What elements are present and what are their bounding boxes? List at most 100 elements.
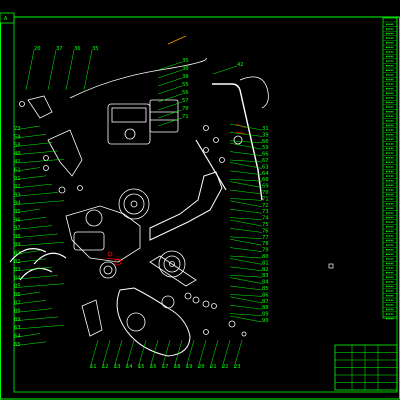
callout-left-65-26: 65 <box>14 342 21 348</box>
callout-left-08-22-leader <box>13 308 53 313</box>
callout-left-99-14-leader <box>13 241 65 247</box>
callout-bottom-16-5-leader <box>149 339 159 369</box>
tine-blade-2 <box>33 252 67 265</box>
callout-right-39-1: 39 <box>262 132 269 138</box>
callout-left-64-25-leader <box>13 333 41 338</box>
callout-left-05-19: 05 <box>14 284 21 290</box>
callout-right-67-5: 67 <box>262 158 269 164</box>
callout-bottom-12-1: 12 <box>102 364 109 370</box>
callout-left-98-13-leader <box>13 233 59 239</box>
callout-bottom-18-7: 18 <box>174 364 181 370</box>
handle-bar <box>212 83 263 201</box>
callout-bottom-20-9-leader <box>197 339 207 369</box>
callout-left-01-15: 01 <box>14 251 21 257</box>
callout-top-30-1-leader <box>157 69 183 79</box>
top-left-tab-label: A <box>4 16 8 22</box>
callout-top-70-6: 70 <box>182 106 189 112</box>
callout-right-67-5-leader <box>229 159 263 163</box>
callout-right-59-3-leader <box>229 142 263 150</box>
callout-top-57-5-leader <box>157 101 183 111</box>
callout-bottom-14-3-leader <box>125 339 135 369</box>
callout-right-60-2: 60 <box>262 139 269 145</box>
callout-left-07-21-leader <box>13 300 47 305</box>
exploded-assembly <box>9 35 269 357</box>
callout-right-88-28: 88 <box>262 305 269 311</box>
callout-bottom-19-8-leader <box>185 339 195 369</box>
callout-top-35-0: 35 <box>182 58 189 64</box>
callout-top-38-2-leader <box>157 77 183 87</box>
callout-top-left-37-leader <box>47 49 57 91</box>
main-housing <box>65 205 141 263</box>
callout-left-03-17-leader <box>13 266 53 272</box>
callout-top-35-0-leader <box>157 61 183 71</box>
callout-right-72-12: 72 <box>262 203 269 209</box>
callout-right-83-23-leader <box>229 274 263 278</box>
title-block <box>334 344 398 391</box>
callout-bottom-17-6: 17 <box>162 364 169 370</box>
callout-top-left-35: 35 <box>92 46 99 52</box>
left-bracket <box>47 129 83 177</box>
callout-right-66-4: 66 <box>262 152 269 158</box>
callout-bottom-12-1-leader <box>101 339 111 369</box>
callout-bottom-13-2: 13 <box>114 364 121 370</box>
callout-top-left-20: 20 <box>34 46 41 52</box>
callout-bottom-23-12: 23 <box>234 364 241 370</box>
callout-right-71-11-leader <box>229 198 263 201</box>
small-fasteners-right <box>184 292 247 337</box>
callout-right-74-14: 74 <box>262 216 269 222</box>
callout-right-59-3: 59 <box>262 145 269 151</box>
callout-left-95-10: 95 <box>14 209 21 215</box>
callout-left-93-8: 93 <box>14 192 21 198</box>
callout-top-left-35-leader <box>83 49 93 91</box>
callout-right-79-19: 79 <box>262 248 269 254</box>
callout-right-83-23: 83 <box>262 273 269 279</box>
callout-left-06-20: 06 <box>14 292 21 298</box>
callout-bottom-22-11: 22 <box>222 364 229 370</box>
callout-top-42-8-leader <box>212 65 238 75</box>
callout-bottom-15-4: 15 <box>138 364 145 370</box>
callout-right-89-29-leader <box>229 313 263 316</box>
callout-top-42-8: 42 <box>237 62 244 68</box>
callout-right-70-10: 70 <box>262 190 269 196</box>
tine-wheel-right <box>158 250 186 278</box>
callout-bottom-21-10-leader <box>209 339 219 369</box>
callout-right-64-7-leader <box>229 170 263 176</box>
callout-right-31-0: 31 <box>262 126 269 132</box>
callout-right-85-25: 85 <box>262 286 269 292</box>
callout-right-69-9: 69 <box>262 184 269 190</box>
callout-left-98-13: 98 <box>14 234 21 240</box>
callout-left-03-17: 03 <box>14 267 21 273</box>
callout-top-left-20-leader <box>25 49 35 91</box>
throttle-cable <box>69 57 207 99</box>
callout-top-38-2: 38 <box>182 74 189 80</box>
callout-right-31-0-leader <box>229 123 263 131</box>
callout-right-66-4-leader <box>229 151 263 156</box>
callout-right-77-17: 77 <box>262 235 269 241</box>
callout-bottom-19-8: 19 <box>186 364 193 370</box>
callout-right-82-22: 82 <box>262 267 269 273</box>
callout-left-97-12-leader <box>13 225 53 230</box>
callout-right-90-30-leader <box>229 315 263 323</box>
callout-right-73-13: 73 <box>262 209 269 215</box>
callout-left-06-20-leader <box>13 291 41 297</box>
callout-top-left-36-leader <box>65 49 75 91</box>
callout-top-56-4-leader <box>157 93 183 103</box>
small-fasteners-left <box>19 101 243 194</box>
callout-right-81-21-leader <box>229 258 263 265</box>
callout-bottom-20-9: 20 <box>198 364 205 370</box>
callout-left-59-1: 59 <box>14 134 21 140</box>
parts-list-table <box>382 17 398 320</box>
callout-bottom-21-10: 21 <box>210 364 217 370</box>
callout-right-39-1-leader <box>229 132 263 137</box>
callout-bottom-11-0-leader <box>89 339 99 369</box>
callout-bottom-23-12-leader <box>233 339 243 369</box>
callout-top-71-7: 71 <box>182 114 189 120</box>
callout-left-05-19-leader <box>13 283 65 288</box>
callout-bottom-18-7-leader <box>173 339 183 369</box>
callout-right-63-6: 63 <box>262 164 269 170</box>
callout-right-89-29: 89 <box>262 312 269 318</box>
callout-left-99-14: 99 <box>14 242 21 248</box>
callout-right-81-21: 81 <box>262 260 269 266</box>
top-left-tab <box>0 12 15 24</box>
